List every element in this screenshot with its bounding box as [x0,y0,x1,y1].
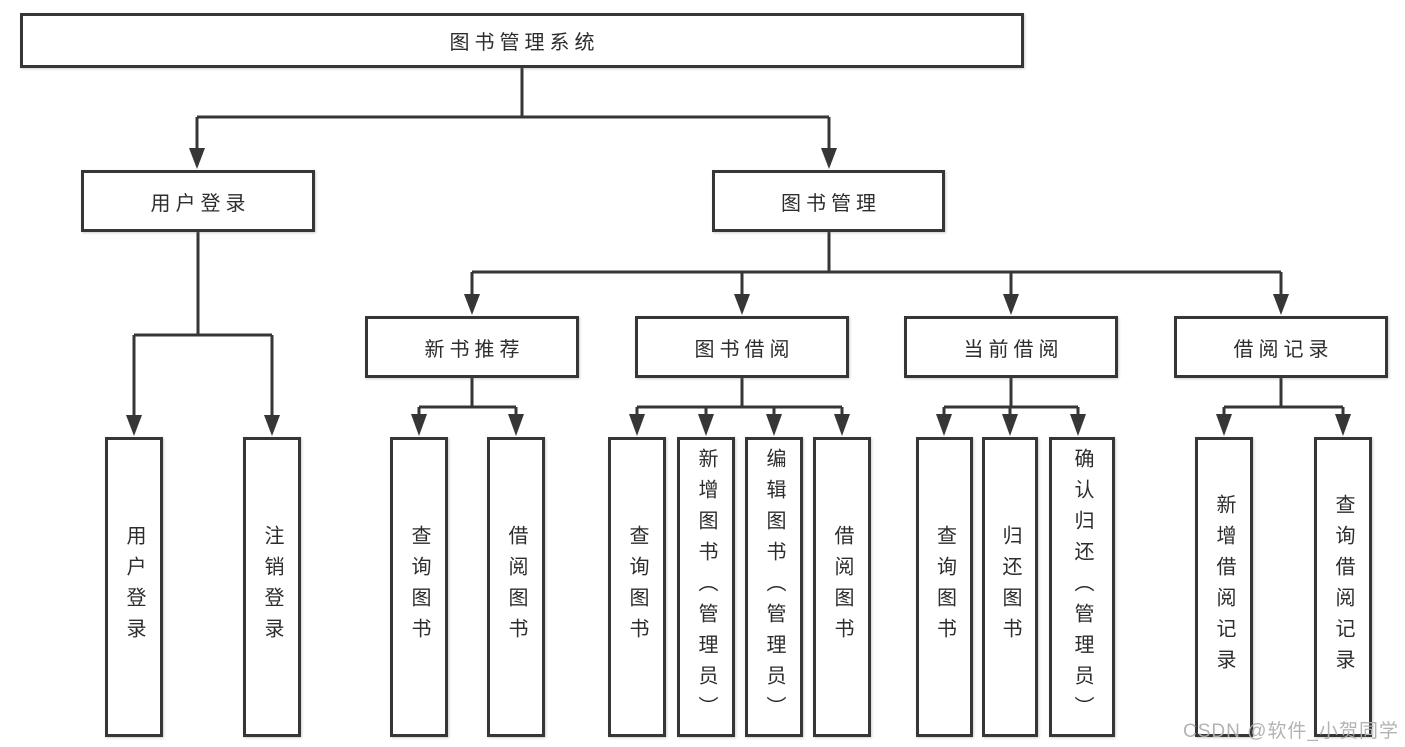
leaf-label: 查询借阅记录 [1332,494,1354,680]
leaf-borrow-books-1: 借阅图书 [487,437,545,737]
node-book-management-branch: 图书管理 [712,170,945,232]
leaf-label: 查询图书 [933,525,956,649]
leaf-edit-books-admin: 编辑图书（管理员） [745,437,803,737]
leaf-query-borrow-record: 查询借阅记录 [1314,437,1372,737]
node-label: 用户登录 [150,192,251,215]
leaf-add-borrow-record: 新增借阅记录 [1195,437,1253,737]
node-current-borrow: 当前借阅 [904,316,1118,378]
leaf-borrow-books-2: 借阅图书 [813,437,871,737]
leaf-label: 借阅图书 [505,525,527,649]
node-borrow-records: 借阅记录 [1174,316,1388,378]
leaf-label: 新增图书（管理员） [695,447,717,727]
node-label: 当前借阅 [963,338,1064,361]
leaf-label: 查询图书 [408,525,430,649]
leaf-label: 归还图书 [999,525,1021,649]
leaf-label: 确认归还（管理员） [1071,447,1093,727]
node-label: 新书推荐 [424,338,525,361]
leaf-label: 编辑图书（管理员） [763,447,785,727]
leaf-label: 用户登录 [123,525,145,649]
node-book-borrow: 图书借阅 [635,316,849,378]
node-new-book-recommend: 新书推荐 [365,316,579,378]
leaf-query-books-1: 查询图书 [390,437,448,737]
arrowhead-icons [126,148,1351,436]
leaf-label: 借阅图书 [831,525,853,649]
node-label: 图书管理 [781,192,881,215]
leaf-query-books-3: 查询图书 [916,437,973,737]
leaf-label: 注销登录 [261,525,283,649]
node-label: 图书借阅 [694,338,795,361]
leaf-confirm-return-admin: 确认归还（管理员） [1049,437,1115,737]
leaf-query-books-2: 查询图书 [608,437,666,737]
watermark: CSDN @软件_小贺同学 [1183,721,1399,742]
node-root-system: 图书管理系统 [20,13,1024,68]
node-user-login-branch: 用户登录 [81,170,315,232]
leaf-add-books-admin: 新增图书（管理员） [677,437,735,737]
leaf-logout: 注销登录 [243,437,301,737]
leaf-label: 查询图书 [626,525,648,649]
leaf-label: 新增借阅记录 [1213,494,1235,680]
leaf-user-login: 用户登录 [105,437,163,737]
node-root-label: 图书管理系统 [449,32,600,54]
node-label: 借阅记录 [1233,338,1334,361]
leaf-return-books: 归还图书 [982,437,1038,737]
